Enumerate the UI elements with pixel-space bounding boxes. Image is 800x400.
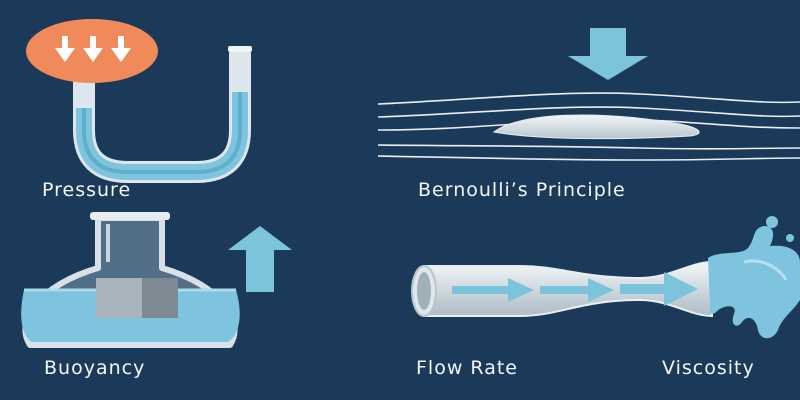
- bernoulli-illustration: [377, 28, 800, 161]
- label-buoyancy: Buoyancy: [44, 357, 146, 379]
- floating-block-icon: [96, 278, 178, 318]
- pressure-illustration: [26, 19, 252, 183]
- airfoil-icon: [492, 114, 700, 140]
- label-pressure: Pressure: [42, 179, 132, 201]
- label-bernoulli-principle: Bernoulli’s Principle: [418, 179, 626, 201]
- streamlines-icon: [377, 92, 800, 161]
- liquid-splash-icon: [708, 216, 800, 339]
- u-tube-icon: [72, 46, 252, 183]
- label-flow-rate: Flow Rate: [416, 357, 518, 379]
- flow-rate-illustration: [411, 260, 713, 318]
- pressure-bubble: [26, 19, 158, 83]
- buoyancy-illustration: [21, 212, 292, 348]
- label-viscosity: Viscosity: [662, 357, 755, 379]
- up-arrow-icon: [228, 226, 292, 292]
- down-arrow-icon: [568, 28, 648, 80]
- down-arrow-icon: [55, 36, 131, 62]
- flow-arrows-icon: [452, 272, 698, 306]
